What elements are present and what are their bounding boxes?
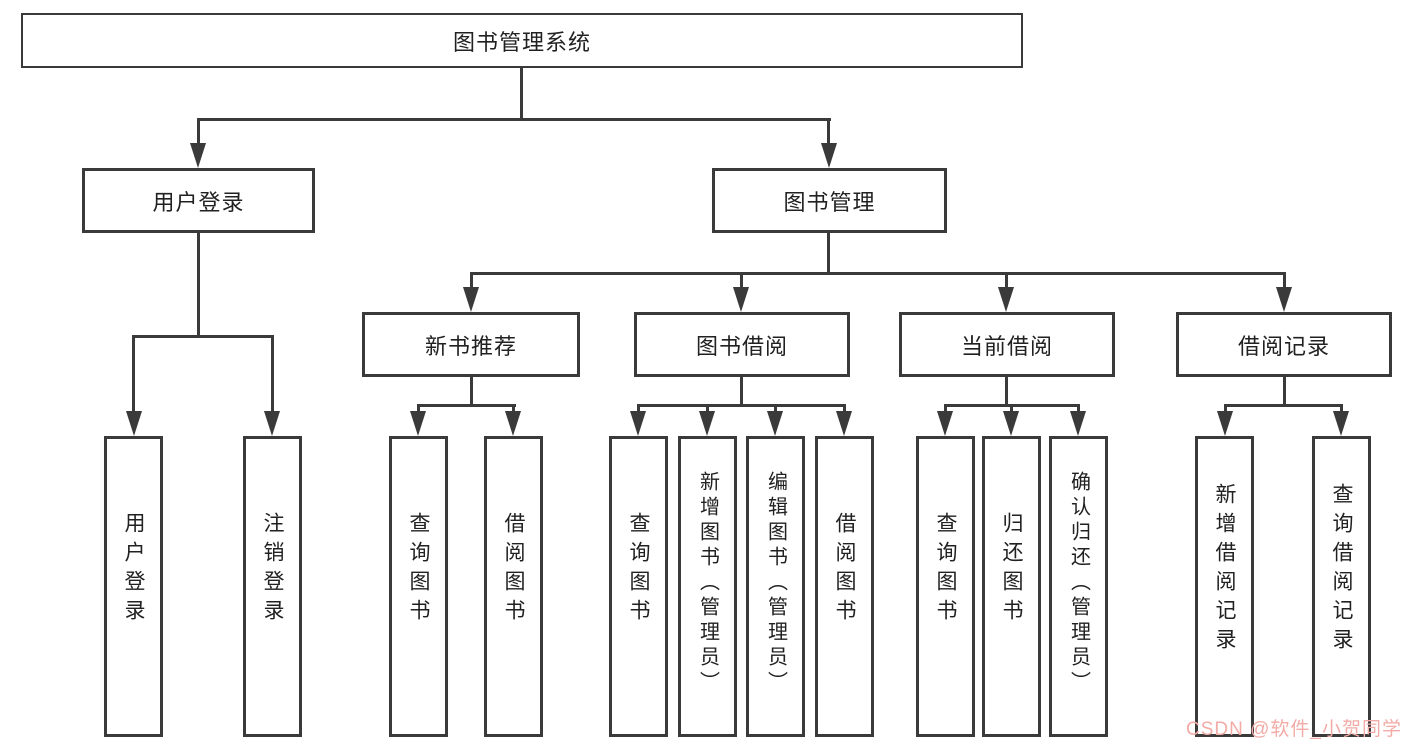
leaf-edit-book-admin: 编辑图书（管理员） xyxy=(746,436,805,737)
leaf-label: 新增图书（管理员） xyxy=(696,471,719,696)
leaf-label: 查询图书 xyxy=(627,511,651,628)
leaf-logout: 注销登录 xyxy=(243,436,302,737)
leaf-label: 注销登录 xyxy=(261,511,285,628)
node-label: 新书推荐 xyxy=(424,333,517,359)
connector-line xyxy=(843,404,846,413)
leaf-add-book-admin: 新增图书（管理员） xyxy=(678,436,737,737)
connector-line xyxy=(944,404,947,413)
node-label: 用户登录 xyxy=(152,189,245,215)
node-library-system: 图书管理系统 xyxy=(21,13,1023,68)
connector-line xyxy=(740,274,743,288)
connector-line xyxy=(470,274,473,288)
connector-line xyxy=(1005,274,1008,288)
connector-line xyxy=(706,404,709,413)
connector-line xyxy=(827,120,830,146)
leaf-label: 用户登录 xyxy=(122,511,146,628)
arrowhead-icon xyxy=(937,411,953,436)
arrowhead-icon xyxy=(190,143,206,168)
connector-line xyxy=(520,68,523,120)
connector-line xyxy=(827,233,830,272)
connector-line xyxy=(1283,274,1286,288)
connector-line xyxy=(417,404,516,407)
leaf-label: 借阅图书 xyxy=(502,511,526,628)
arrowhead-icon xyxy=(1070,411,1086,436)
node-label: 借阅记录 xyxy=(1237,333,1330,359)
connector-line xyxy=(470,377,473,405)
leaf-add-borrow-record: 新增借阅记录 xyxy=(1195,436,1254,737)
arrowhead-icon xyxy=(836,411,852,436)
leaf-label: 新增借阅记录 xyxy=(1213,482,1237,657)
arrowhead-icon xyxy=(630,411,646,436)
connector-line xyxy=(197,233,200,335)
arrowhead-icon xyxy=(998,287,1014,312)
connector-line xyxy=(1283,377,1286,405)
connector-line xyxy=(1077,404,1080,413)
leaf-query-borrow-record: 查询借阅记录 xyxy=(1312,436,1371,737)
leaf-query-books-current: 查询图书 xyxy=(916,436,975,737)
leaf-label: 归还图书 xyxy=(1000,511,1024,628)
node-new-book-recommend: 新书推荐 xyxy=(362,312,580,377)
connector-line xyxy=(132,337,135,413)
connector-line xyxy=(197,118,831,121)
node-borrowing-records: 借阅记录 xyxy=(1176,312,1392,377)
connector-line xyxy=(470,272,1286,275)
watermark: CSDN @软件_小贺同学 xyxy=(1186,719,1402,740)
leaf-confirm-return-admin: 确认归还（管理员） xyxy=(1049,436,1108,737)
connector-line xyxy=(1224,404,1227,413)
leaf-label: 确认归还（管理员） xyxy=(1067,471,1090,696)
connector-line xyxy=(1005,377,1008,405)
leaf-label: 查询图书 xyxy=(407,511,431,628)
connector-line xyxy=(271,337,274,413)
arrowhead-icon xyxy=(1003,411,1019,436)
leaf-label: 编辑图书（管理员） xyxy=(764,471,787,696)
leaf-query-books-borrowing: 查询图书 xyxy=(609,436,668,737)
arrowhead-icon xyxy=(126,411,142,436)
connector-line xyxy=(637,404,846,407)
connector-line xyxy=(197,120,200,146)
connector-line xyxy=(1340,404,1343,413)
arrowhead-icon xyxy=(463,287,479,312)
node-book-borrowing: 图书借阅 xyxy=(634,312,850,377)
node-user-login: 用户登录 xyxy=(82,168,315,233)
arrowhead-icon xyxy=(699,411,715,436)
connector-line xyxy=(1010,404,1013,413)
leaf-label: 借阅图书 xyxy=(833,511,857,628)
node-label: 当前借阅 xyxy=(960,333,1053,359)
node-current-borrowing: 当前借阅 xyxy=(899,312,1115,377)
connector-line xyxy=(512,404,515,413)
node-book-management: 图书管理 xyxy=(712,168,947,233)
connector-line xyxy=(740,377,743,405)
connector-line xyxy=(774,404,777,413)
arrowhead-icon xyxy=(1276,287,1292,312)
connector-line xyxy=(417,404,420,413)
leaf-borrow-books-recommend: 借阅图书 xyxy=(484,436,543,737)
arrowhead-icon xyxy=(1333,411,1349,436)
connector-line xyxy=(1224,404,1343,407)
node-label: 图书管理系统 xyxy=(452,29,591,55)
arrowhead-icon xyxy=(1217,411,1233,436)
leaf-return-book: 归还图书 xyxy=(982,436,1041,737)
connector-line xyxy=(132,335,274,338)
arrowhead-icon xyxy=(821,143,837,168)
leaf-borrow-books: 借阅图书 xyxy=(815,436,874,737)
leaf-user-login: 用户登录 xyxy=(104,436,163,737)
leaf-label: 查询图书 xyxy=(934,511,958,628)
arrowhead-icon xyxy=(733,287,749,312)
arrowhead-icon xyxy=(767,411,783,436)
leaf-query-books-recommend: 查询图书 xyxy=(389,436,448,737)
node-label: 图书借阅 xyxy=(695,333,788,359)
arrowhead-icon xyxy=(410,411,426,436)
arrowhead-icon xyxy=(505,411,521,436)
connector-line xyxy=(637,404,640,413)
arrowhead-icon xyxy=(264,411,280,436)
leaf-label: 查询借阅记录 xyxy=(1330,482,1354,657)
node-label: 图书管理 xyxy=(783,189,876,215)
